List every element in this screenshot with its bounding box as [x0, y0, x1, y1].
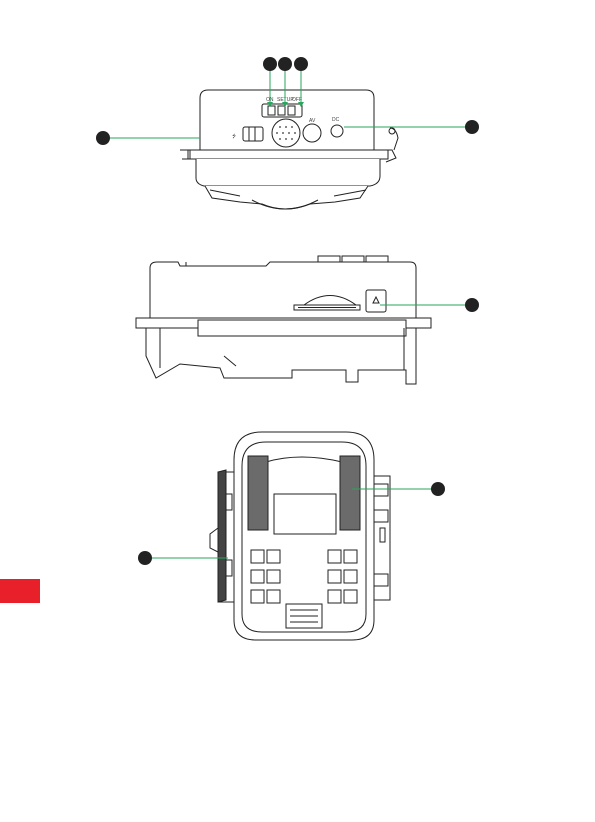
callout-dot-dc	[465, 120, 479, 134]
callout-dot-switch-off	[294, 57, 308, 71]
camera-side-view	[136, 256, 431, 384]
door-latch-handle	[218, 470, 226, 602]
callout-dot-switch-on	[263, 57, 277, 71]
camera-back-view	[210, 432, 390, 640]
camera-top-view	[180, 90, 398, 209]
callout-dot-batteries	[431, 482, 445, 496]
callout-dot-usb	[96, 131, 110, 145]
av-port-label: AV	[309, 118, 316, 124]
callout-dot-door-latch	[138, 551, 152, 565]
callout-dot-switch-setup	[278, 57, 292, 71]
usb-symbol-icon: ⭍	[232, 134, 236, 140]
callout-dot-sd-slot	[465, 298, 479, 312]
dc-port-label: DC	[332, 117, 340, 123]
